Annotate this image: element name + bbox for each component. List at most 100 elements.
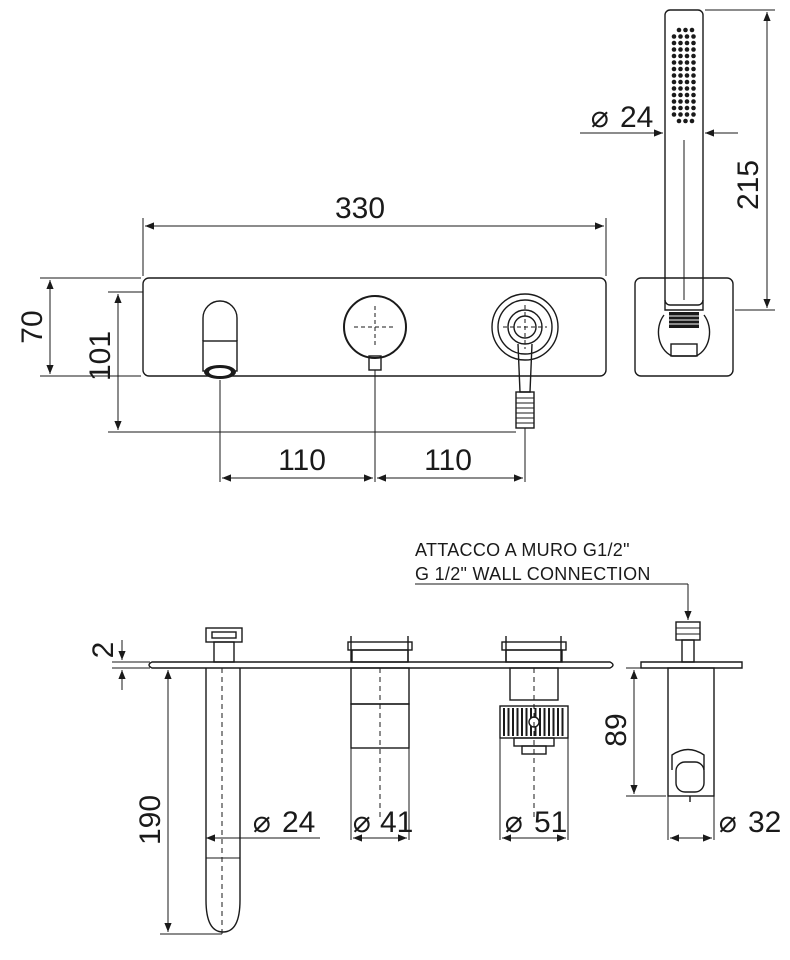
side-mixer <box>347 636 413 820</box>
dimension-110-left-label: 110 <box>278 444 326 477</box>
spray-nozzle <box>684 79 690 85</box>
spray-nozzle <box>676 118 682 124</box>
dimension-190-label: 190 <box>134 795 167 845</box>
diverter-outlet <box>491 293 559 482</box>
spray-nozzle <box>691 66 696 72</box>
spray-nozzle <box>684 53 690 59</box>
dimension-70-label: 70 <box>16 310 49 343</box>
spray-nozzle <box>684 60 690 65</box>
dimension-89: 89 <box>600 667 666 797</box>
spray-nozzle <box>676 27 682 33</box>
dimension-diameter-32: ⌀ 32 <box>667 796 781 842</box>
dimension-24-top-label: 24 <box>620 101 653 134</box>
spray-nozzle <box>671 34 677 39</box>
dimension-diameter-24-bottom: ⌀ 24 <box>206 805 320 842</box>
side-diverter <box>499 636 569 820</box>
spray-nozzle <box>671 73 677 78</box>
spray-nozzle <box>691 40 696 46</box>
dimension-2: 2 <box>87 640 150 690</box>
dimension-215: 215 <box>705 9 775 311</box>
spray-nozzle <box>671 112 677 117</box>
spout-outlet <box>202 300 238 482</box>
spray-nozzle <box>671 99 677 104</box>
spray-nozzle <box>691 53 696 59</box>
dimension-2-label: 2 <box>87 642 120 659</box>
diameter-symbol: ⌀ <box>352 805 370 840</box>
side-wall-plate <box>148 661 614 669</box>
hand-shower <box>634 9 734 377</box>
spray-nozzle <box>691 92 696 98</box>
diameter-symbol: ⌀ <box>504 805 522 840</box>
spray-nozzle <box>684 47 690 52</box>
spray-nozzle <box>678 99 683 104</box>
spray-nozzle <box>678 112 683 117</box>
dimension-190: 190 <box>134 670 222 935</box>
spray-nozzle <box>683 118 688 124</box>
spray-nozzle <box>684 99 690 104</box>
spray-nozzle <box>691 73 696 78</box>
dimension-101: 101 <box>84 291 516 433</box>
spray-nozzle <box>671 53 677 59</box>
dimension-110-right-label: 110 <box>424 444 472 477</box>
spray-nozzle <box>684 66 690 72</box>
spray-nozzle <box>678 40 683 46</box>
spray-nozzle <box>671 40 677 46</box>
spray-nozzle <box>678 66 683 72</box>
dimension-diameter-24-top: ⌀ 24 <box>580 100 738 137</box>
spray-nozzle <box>684 34 690 39</box>
shower-spray-nozzles <box>671 27 696 124</box>
spray-nozzle <box>683 27 688 33</box>
spray-nozzle <box>684 92 690 98</box>
note-english: G 1/2" WALL CONNECTION <box>415 564 651 584</box>
spray-nozzle <box>678 92 683 98</box>
side-view: ATTACCO A MURO G1/2" G 1/2" WALL CONNECT… <box>87 540 781 938</box>
spray-nozzle <box>691 79 696 85</box>
spray-nozzle <box>691 60 696 65</box>
side-spout <box>205 627 243 938</box>
spray-nozzle <box>691 105 696 111</box>
dimension-330: 330 <box>142 192 607 276</box>
spray-nozzle <box>671 79 677 85</box>
spray-nozzle <box>671 47 677 52</box>
diameter-symbol: ⌀ <box>252 805 270 840</box>
spray-nozzle <box>689 27 695 33</box>
spray-nozzle <box>678 60 683 65</box>
spray-nozzle <box>671 60 677 65</box>
spray-nozzle <box>691 99 696 104</box>
spray-nozzle <box>678 105 683 111</box>
diverter-fins <box>503 708 564 736</box>
spray-nozzle <box>678 47 683 52</box>
dimension-215-label: 215 <box>732 160 765 210</box>
spray-nozzle <box>689 118 695 124</box>
diameter-symbol: ⌀ <box>718 805 736 840</box>
dimension-24-bottom-label: 24 <box>282 806 315 839</box>
spray-nozzle <box>691 112 696 117</box>
side-shower-holder <box>640 621 743 802</box>
dimension-41-label: 41 <box>380 806 413 839</box>
dimension-32-label: 32 <box>748 806 781 839</box>
dimension-diameter-51: ⌀ 51 <box>499 738 569 842</box>
dimension-330-label: 330 <box>335 192 385 225</box>
spray-nozzle <box>684 112 690 117</box>
spray-nozzle <box>671 86 677 91</box>
spray-nozzle <box>678 53 683 59</box>
front-view: 330 70 101 110 110 <box>16 9 775 482</box>
diameter-symbol: ⌀ <box>590 100 608 135</box>
spray-nozzle <box>678 79 683 85</box>
spray-nozzle <box>671 105 677 111</box>
dimension-51-label: 51 <box>534 806 567 839</box>
spray-nozzle <box>671 92 677 98</box>
spray-nozzle <box>691 34 696 39</box>
spray-nozzle <box>678 73 683 78</box>
dimension-diameter-41: ⌀ 41 <box>350 748 413 842</box>
spray-nozzle <box>678 34 683 39</box>
wall-connection-note: ATTACCO A MURO G1/2" G 1/2" WALL CONNECT… <box>415 540 692 620</box>
spray-nozzle <box>678 86 683 91</box>
spray-nozzle <box>684 105 690 111</box>
spray-nozzle <box>684 73 690 78</box>
spray-nozzle <box>684 86 690 91</box>
dimension-110-pair: 110 110 <box>222 444 523 482</box>
mixer-knob <box>343 295 407 482</box>
spray-nozzle <box>691 86 696 91</box>
